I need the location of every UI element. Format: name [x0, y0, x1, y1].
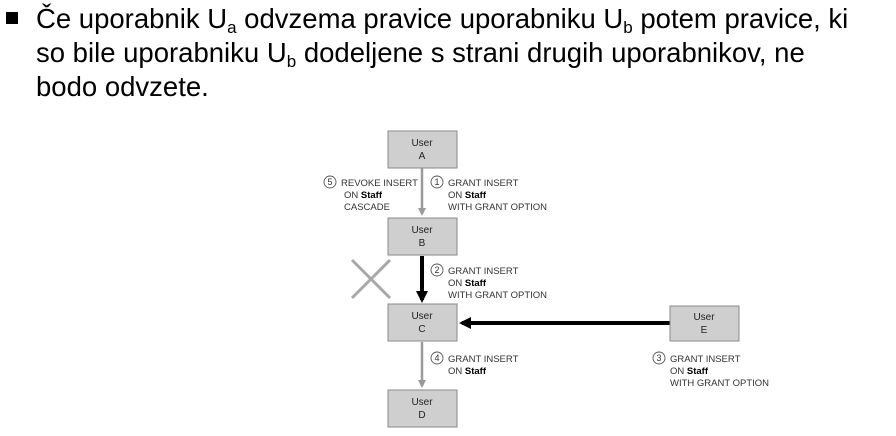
user-e-box: User E	[669, 305, 740, 342]
user-label: User	[693, 312, 715, 323]
step-line: ON Staff	[344, 190, 383, 201]
step-line: ON Staff	[670, 366, 709, 377]
step-2-annotation: 2 GRANT INSERT ON Staff WITH GRANT OPTIO…	[430, 263, 547, 301]
subscript: b	[623, 18, 633, 37]
user-b-box: User B	[387, 217, 458, 256]
user-a-box: User A	[387, 130, 458, 169]
step-line: REVOKE INSERT	[341, 178, 418, 189]
step-number: 2	[434, 265, 439, 275]
step-line: GRANT INSERT	[448, 354, 519, 365]
step-line: ON Staff	[448, 278, 487, 289]
line-2: so bile uporabniku Ub dodeljene s strani…	[36, 36, 896, 70]
step-line: WITH GRANT OPTION	[670, 378, 769, 389]
text-segment: Če uporabnik U	[36, 3, 228, 34]
step-number: 1	[434, 177, 439, 187]
text-segment: odvzema pravice uporabniku U	[236, 3, 624, 34]
revoke-cross-icon	[350, 258, 392, 300]
step-line: GRANT INSERT	[448, 178, 519, 189]
user-c-box: User C	[387, 303, 458, 342]
bullet-square-icon	[6, 12, 18, 24]
step-4-annotation: 4 GRANT INSERT ON Staff	[430, 351, 519, 377]
subscript: a	[227, 18, 237, 37]
step-line: WITH GRANT OPTION	[448, 290, 547, 301]
step-number: 5	[327, 177, 332, 187]
line-1: Če uporabnik Ua odvzema pravice uporabni…	[36, 2, 896, 36]
step-1-annotation: 1 GRANT INSERT ON Staff WITH GRANT OPTIO…	[430, 175, 547, 213]
text-segment: potem pravice, ki	[632, 3, 849, 34]
step-line: ON Staff	[448, 190, 487, 201]
user-letter: E	[701, 325, 708, 336]
step-line: CASCADE	[344, 202, 390, 213]
user-letter: A	[419, 151, 426, 162]
user-label: User	[411, 225, 433, 236]
step-line: WITH GRANT OPTION	[448, 202, 547, 213]
step-line: GRANT INSERT	[448, 266, 519, 277]
step-5-annotation: 5 REVOKE INSERT ON Staff CASCADE	[323, 175, 418, 213]
subscript: b	[286, 52, 297, 71]
step-line: GRANT INSERT	[670, 354, 741, 365]
user-label: User	[411, 397, 433, 408]
line-3: bodo odvzete.	[36, 70, 896, 104]
step-3-annotation: 3 GRANT INSERT ON Staff WITH GRANT OPTIO…	[652, 351, 769, 389]
user-letter: C	[418, 324, 425, 335]
user-letter: D	[418, 410, 425, 421]
step-line: ON Staff	[448, 366, 487, 377]
text-segment: dodeljene s strani drugih uporabnikov, n…	[296, 37, 805, 68]
user-letter: B	[419, 238, 426, 249]
step-number: 4	[434, 353, 439, 363]
step-number: 3	[656, 353, 661, 363]
user-label: User	[411, 311, 433, 322]
text-segment: so bile uporabniku U	[36, 37, 287, 68]
text-segment: bodo odvzete.	[36, 71, 209, 102]
user-d-box: User D	[387, 389, 458, 428]
bullet-paragraph: Če uporabnik Ua odvzema pravice uporabni…	[36, 2, 896, 104]
user-label: User	[411, 138, 433, 149]
